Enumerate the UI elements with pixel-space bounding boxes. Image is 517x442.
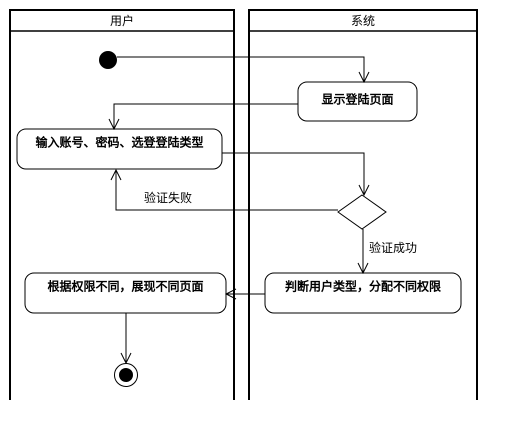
edge-input-to-decision — [222, 152, 364, 195]
edge-start-to-login-page — [117, 56, 364, 82]
swimlane-user-title: 用户 — [110, 13, 134, 28]
action-input-credentials-label: 输入账号、密码、选登登陆类型 — [35, 135, 203, 150]
action-show-pages-by-permission: 根据权限不同，展现不同页面 — [24, 272, 227, 314]
action-show-pages-by-permission-label: 根据权限不同，展现不同页面 — [47, 279, 203, 294]
swimlane-system-title: 系统 — [351, 14, 375, 28]
edge-verify-failed — [116, 170, 338, 211]
action-show-login-page: 显示登陆页面 — [297, 81, 418, 122]
edge-label-verify-failed: 验证失败 — [144, 190, 192, 205]
action-input-credentials: 输入账号、密码、选登登陆类型 — [16, 128, 223, 170]
edge-label-verify-success: 验证成功 — [369, 240, 417, 255]
action-show-login-page-label: 显示登陆页面 — [321, 92, 393, 107]
swimlane-user: 用户 — [9, 9, 235, 400]
decision-node — [337, 194, 387, 230]
action-determine-user-type-label: 判断用户类型，分配不同权限 — [285, 279, 441, 294]
swimlane-system: 系统 — [248, 9, 478, 400]
final-node — [114, 363, 138, 387]
initial-node — [99, 51, 117, 69]
action-determine-user-type: 判断用户类型，分配不同权限 — [264, 272, 462, 314]
edge-login-page-to-input — [114, 103, 298, 129]
